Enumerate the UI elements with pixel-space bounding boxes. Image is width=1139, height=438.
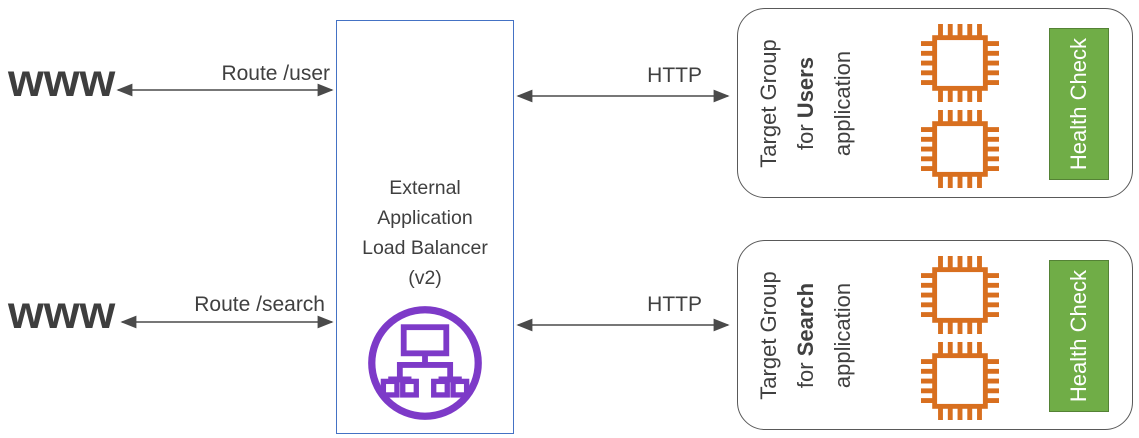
www-client-label-bottom: www (8, 286, 116, 338)
route-user-label: Route /user (221, 62, 330, 85)
health-check-badge: Health Check (1049, 260, 1109, 412)
ec2-instance-icon (921, 256, 999, 334)
target-group-label-line: for Users (793, 57, 818, 150)
route-search-label: Route /search (194, 293, 325, 316)
target-group-label-line: for Search (793, 282, 818, 389)
http-label-top: HTTP (647, 64, 702, 87)
instance-group (921, 24, 999, 188)
target-group-label-line: Target Group (756, 271, 781, 400)
target-group-label-line: application (830, 50, 855, 157)
load-balancer-title-line: Load Balancer (362, 237, 488, 259)
target-group-label-line: Target Group (756, 39, 781, 168)
target-group-search-label: Target Group for Search application (750, 242, 868, 429)
load-balancer-title-line: Application (377, 207, 473, 229)
ec2-instance-icon (921, 24, 999, 102)
health-check-label: Health Check (1066, 37, 1091, 171)
load-balancer-title: External Application Load Balancer (v2) (337, 173, 513, 293)
target-group-label-line: application (830, 282, 855, 389)
www-client-label-top: www (8, 54, 116, 106)
instance-group (921, 256, 999, 420)
health-check-badge: Health Check (1049, 28, 1109, 180)
ec2-instance-icon (921, 342, 999, 420)
load-balancer-icon (368, 306, 482, 420)
load-balancer-title-line: (v2) (408, 267, 442, 289)
load-balancer-box: External Application Load Balancer (v2) (336, 20, 514, 434)
http-label-bottom: HTTP (647, 293, 702, 316)
target-group-users-label: Target Group for Users application (750, 10, 868, 197)
target-group-users: Target Group for Users application Healt… (737, 8, 1133, 198)
health-check-label: Health Check (1066, 269, 1091, 403)
target-group-search: Target Group for Search application Heal… (737, 240, 1133, 430)
ec2-instance-icon (921, 110, 999, 188)
load-balancer-title-line: External (389, 177, 461, 199)
